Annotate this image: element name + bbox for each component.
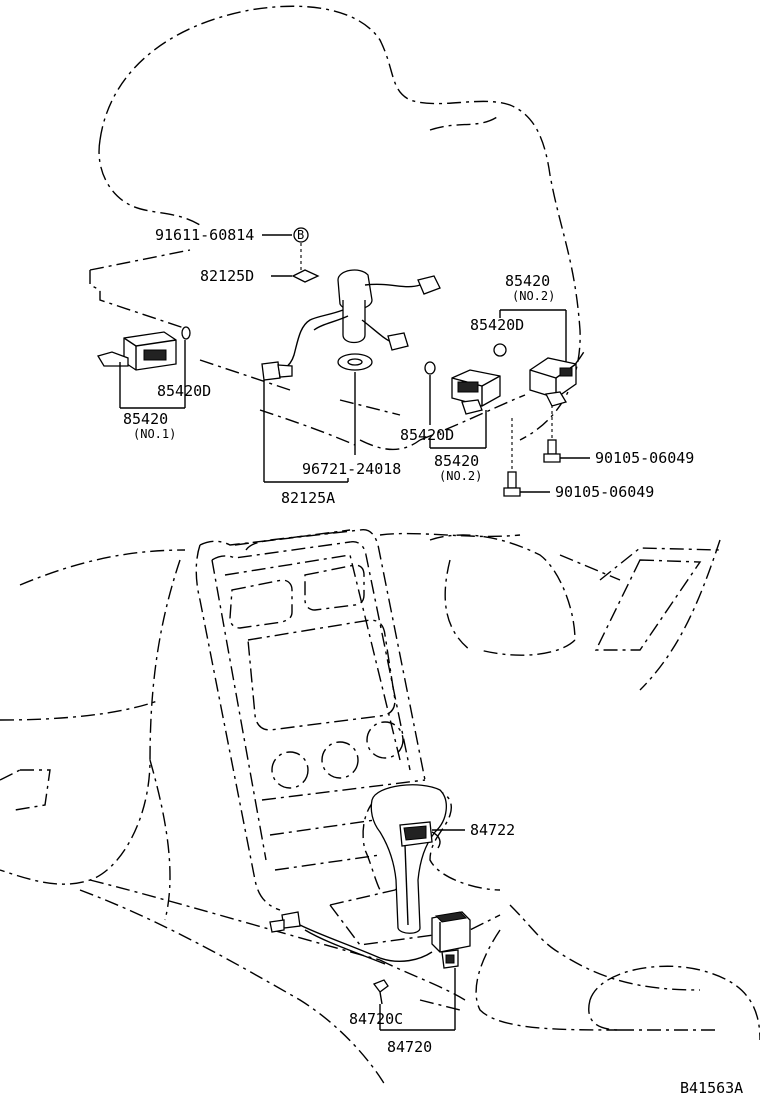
label-85420-no1: 85420 <box>123 410 168 428</box>
pad-icon <box>424 361 436 375</box>
label-85420-no2-top: 85420 <box>505 272 550 290</box>
label-85420-no2-mid-sub: (NO.2) <box>439 469 482 483</box>
label-82125d: 82125D <box>200 267 254 285</box>
shift-lever <box>370 784 447 934</box>
label-82125a: 82125A <box>281 489 335 507</box>
wire-harness-82125a <box>261 269 441 381</box>
clip-82125d: 82125D <box>200 267 320 285</box>
label-85420d-right: 85420D <box>470 316 524 334</box>
label-85420-no1-sub: (NO.1) <box>133 427 176 441</box>
sensor-85420-no2-right: 85420 (NO.2) 85420D <box>470 272 577 407</box>
label-85420-no2-top-sub: (NO.2) <box>512 289 555 303</box>
label-85420-no2-mid: 85420 <box>434 452 479 470</box>
pad-icon <box>181 326 191 340</box>
bolt-90105-lower: 90105-06049 <box>503 418 654 501</box>
bolt-91611-callout: 91611-60814 B <box>155 226 309 270</box>
switch-84720 <box>431 911 471 969</box>
switch-84722-callout: 84722 <box>432 821 515 839</box>
label-91611-60814: 91611-60814 <box>155 226 254 244</box>
label-84720: 84720 <box>387 1038 432 1056</box>
label-85420d-left: 85420D <box>157 382 211 400</box>
harness-leaders: 96721-24018 82125A <box>263 372 401 507</box>
label-85420d-mid: 85420D <box>400 426 454 444</box>
label-b-marker: B <box>297 228 304 242</box>
console-outline <box>0 528 760 1086</box>
sensor-85420-no2-mid: 85420D 85420 (NO.2) <box>400 361 501 483</box>
label-96721-24018: 96721-24018 <box>302 460 401 478</box>
no1-leaders: 85420D 85420 (NO.1) <box>119 340 211 441</box>
clip-84720c: 84720C 84720 <box>349 968 456 1056</box>
b-marker-icon <box>293 227 309 243</box>
label-90105-lower: 90105-06049 <box>555 483 654 501</box>
label-90105-upper: 90105-06049 <box>595 449 694 467</box>
label-84722: 84722 <box>470 821 515 839</box>
label-84720c: 84720C <box>349 1010 403 1028</box>
bolt-90105-upper: 90105-06049 <box>543 405 694 467</box>
clip-icon <box>291 269 320 283</box>
pad-icon <box>493 343 507 357</box>
sensor-85420-no1 <box>97 326 191 371</box>
console-wire <box>269 911 433 965</box>
figure-code: B41563A <box>680 1079 743 1097</box>
